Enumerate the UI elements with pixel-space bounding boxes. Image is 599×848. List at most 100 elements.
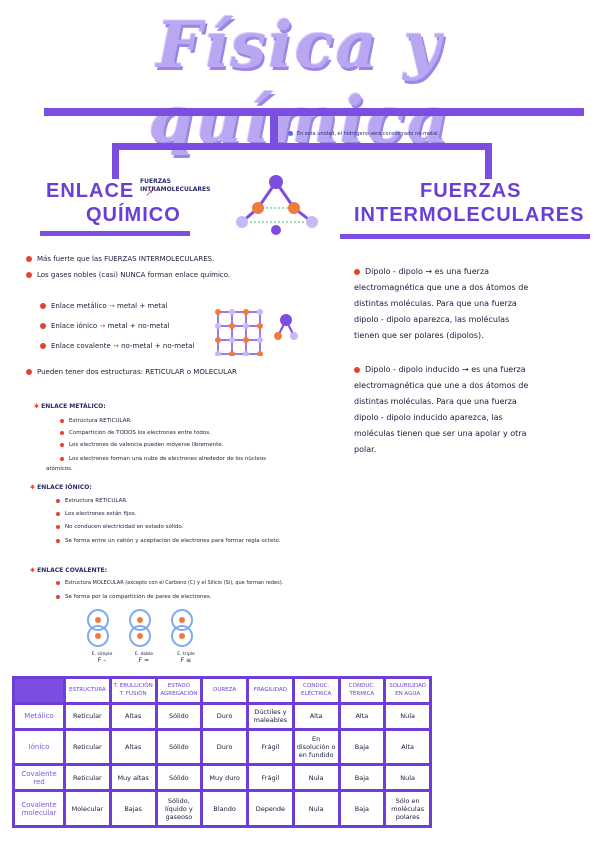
table-cell: Nula	[386, 766, 429, 790]
table-cell: Altas	[111, 730, 155, 764]
bullet-icon	[56, 538, 60, 543]
metalico-item-1: Estructura RETICULAR.	[60, 418, 132, 424]
table-cell: Sólido	[157, 730, 201, 764]
bullet-icon	[60, 442, 64, 447]
table-cell: Altas	[111, 704, 155, 728]
note-hydrogen: En esta unidad, el hidrógeno será consid…	[288, 131, 439, 137]
eq-bullet-1: Más fuerte que las FUERZAS INTERMOLECULA…	[26, 255, 214, 263]
row-label: Iónico	[15, 730, 63, 764]
header-estado: ESTADO AGREGACIÓN	[157, 679, 201, 702]
table-row: Iónico Reticular Altas Sólido Duro Frági…	[15, 730, 429, 764]
fuerzas-intermoleculares-heading: FUERZAS	[420, 180, 522, 202]
fuerzas-underline	[340, 234, 590, 239]
row-label: Metálico	[15, 704, 63, 728]
header-fragilidad: FRAGILIDAD	[249, 679, 292, 702]
table-cell: Sólido	[157, 766, 201, 790]
table-cell: Duro	[203, 704, 246, 728]
branch-bar	[112, 143, 492, 150]
covalent-label-triple: E. triple F ≡	[177, 652, 195, 664]
table-header-row: ESTRUCTURA T. EBULLICIÓN T. FUSIÓN ESTAD…	[15, 679, 429, 702]
table-cell: Baja	[340, 730, 384, 764]
bullet-icon	[60, 456, 64, 461]
table-cell: Alta	[340, 704, 384, 728]
table-cell: Baja	[340, 766, 384, 790]
asterisk-icon: ✱	[34, 403, 40, 410]
asterisk-icon: ✱	[30, 484, 36, 491]
table-cell: En disolución o en fundido	[294, 730, 338, 764]
molecule-diagram	[236, 175, 318, 235]
table-cell: Reticular	[66, 730, 109, 764]
table-cell: Reticular	[66, 704, 109, 728]
table-cell: Sólido, líquido y gaseoso	[157, 792, 201, 825]
covalent-bond-diagrams	[87, 609, 193, 647]
table-cell: Alta	[294, 704, 338, 728]
header-estructura: ESTRUCTURA	[66, 679, 109, 702]
table-row: Metálico Reticular Altas Sólido Duro Dúc…	[15, 704, 429, 728]
bullet-icon	[40, 323, 46, 329]
table-row: Covalente red Reticular Muy altas Sólido…	[15, 766, 429, 790]
metalico-item-3: Los electrones de valencia pueden movers…	[60, 442, 223, 448]
bullet-icon	[26, 369, 32, 375]
table-cell: Reticular	[66, 766, 109, 790]
enlace-quimico-heading-2: QUÍMICO	[86, 204, 181, 226]
arrow-icon: ↗	[145, 188, 154, 199]
bullet-icon	[26, 256, 32, 262]
table-cell: Depende	[249, 792, 292, 825]
bullet-icon	[354, 366, 360, 373]
table-cell: Molecular	[66, 792, 109, 825]
enlace-quimico-heading: ENLACE	[46, 180, 135, 202]
table-cell: Muy duro	[203, 766, 246, 790]
bullet-icon	[26, 272, 32, 278]
bullet-icon	[56, 524, 60, 529]
table-cell: Bajas	[111, 792, 155, 825]
ionico-item-1: Estructura RETICULAR.	[56, 498, 128, 504]
dipolo-dipolo-text: Dipolo - dipolo → es una fuerza electrom…	[354, 267, 529, 340]
header-solubilidad: SOLUBILIDAD EN AGUA	[386, 679, 429, 702]
small-molecule-diagram	[274, 314, 298, 340]
bullet-icon	[40, 343, 46, 349]
table-cell: Nula	[386, 704, 429, 728]
bullet-icon	[56, 580, 60, 585]
table-cell: Baja	[340, 792, 384, 825]
table-corner	[15, 679, 63, 702]
row-label: Covalente molecular	[15, 792, 63, 825]
table-cell: Sólido	[157, 704, 201, 728]
table-cell: Duro	[203, 730, 246, 764]
fuerzas-intramoleculares-label: FUERZAS INTRAMOLECULARES	[140, 178, 211, 193]
ionico-item-3: No conducen electricidad en estado sólid…	[56, 524, 183, 530]
table-cell: Muy altas	[111, 766, 155, 790]
row-label: Covalente red	[15, 766, 63, 790]
tipo-ionico: Enlace iónico → metal + no-metal	[40, 322, 169, 330]
bullet-icon	[60, 418, 64, 423]
ionico-heading: ✱ ENLACE IÓNICO:	[30, 484, 92, 491]
enlace-quimico-underline	[40, 231, 190, 236]
covalente-item-1: Estructura MOLECULAR (excepto con el Car…	[56, 580, 283, 586]
table-cell: Nula	[294, 766, 338, 790]
covalent-label-simple: E. simple F –	[91, 652, 113, 664]
bullet-icon	[354, 268, 360, 275]
lattice-diagram	[215, 309, 263, 356]
bullet-dot-icon	[288, 131, 293, 136]
table-cell: Dúctiles y maleables	[249, 704, 292, 728]
header-temperatura: T. EBULLICIÓN T. FUSIÓN	[111, 679, 155, 702]
right-branch-stem	[485, 143, 492, 179]
table-cell: Nula	[294, 792, 338, 825]
center-stem	[270, 116, 278, 146]
table-cell: Frágil	[249, 730, 292, 764]
left-branch-stem	[112, 143, 119, 179]
bullet-icon	[56, 511, 60, 516]
header-conduc-termica: CONDUC. TÉRMICA	[340, 679, 384, 702]
eq-estructuras: Pueden tener dos estructuras: RETICULAR …	[26, 368, 237, 376]
table-row: Covalente molecular Molecular Bajas Sóli…	[15, 792, 429, 825]
metalico-item-2: Compartición de TODOS los electrones ent…	[60, 430, 211, 436]
covalente-item-2: Se forma por la compartición de pares de…	[56, 594, 212, 600]
ionico-item-4: Se forma entre un catión y aceptación de…	[40, 536, 290, 546]
bullet-icon	[56, 594, 60, 599]
table-cell: Alta	[386, 730, 429, 764]
ionico-item-2: Los electrones están fijos.	[56, 511, 136, 517]
covalent-label-doble: E. doble F =	[134, 652, 154, 664]
covalente-heading: ✱ ENLACE COVALENTE:	[30, 567, 108, 574]
table-cell: Blando	[203, 792, 246, 825]
eq-bullet-2: Los gases nobles (casi) NUNCA forman enl…	[26, 271, 230, 279]
top-divider	[44, 108, 584, 116]
